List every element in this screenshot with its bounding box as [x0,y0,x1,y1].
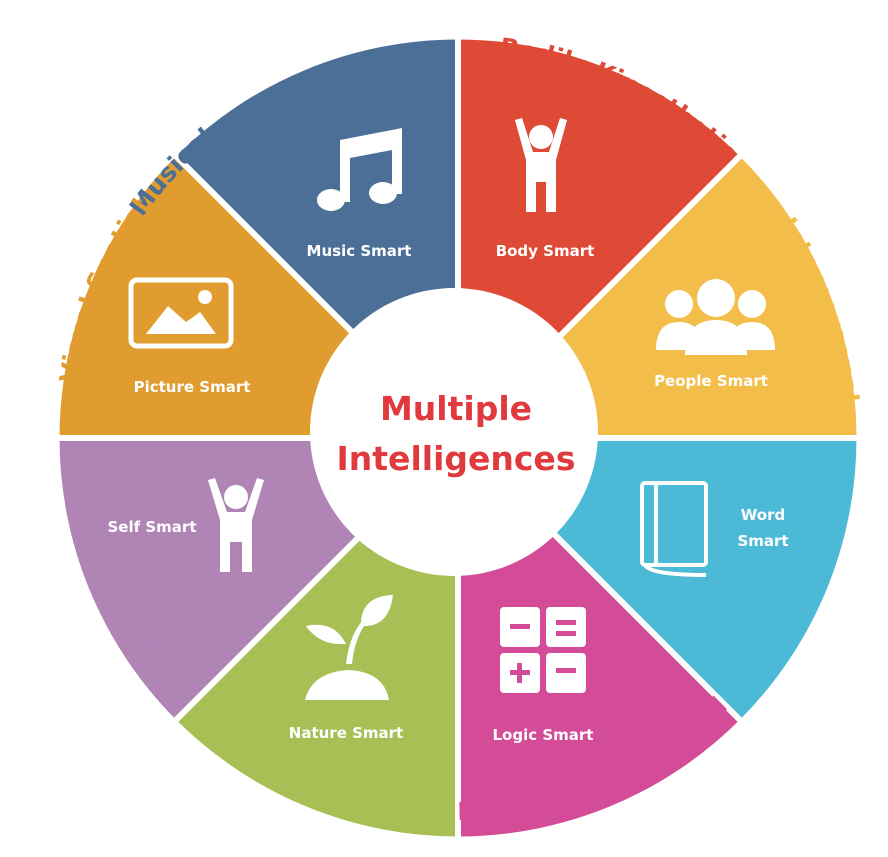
smart-label-verbal-line2: Smart [737,532,788,550]
person-arms-up-icon [515,118,567,212]
smart-label-musical: Music Smart [307,242,412,260]
people-group-icon [656,279,775,355]
center-title-line1: Multiple [380,389,532,428]
smart-label-visual: Picture Smart [134,378,251,396]
smart-label-interpersonal: People Smart [654,372,768,390]
person-arms-up-icon [208,478,264,572]
music-note-icon [317,128,402,211]
calculator-icon [500,607,586,693]
smart-label-verbal-line1: Word [741,506,785,524]
smart-label-intrapersonal: Self Smart [108,518,197,536]
smart-label-bodily: Body Smart [496,242,595,260]
smart-label-naturalistic: Nature Smart [289,724,403,742]
book-icon [640,481,708,577]
center-title-line2: Intelligences [337,439,576,478]
picture-icon [128,277,234,349]
sprout-icon [305,595,393,700]
smart-label-logical: Logic Smart [493,726,594,744]
center-circle [310,288,598,576]
